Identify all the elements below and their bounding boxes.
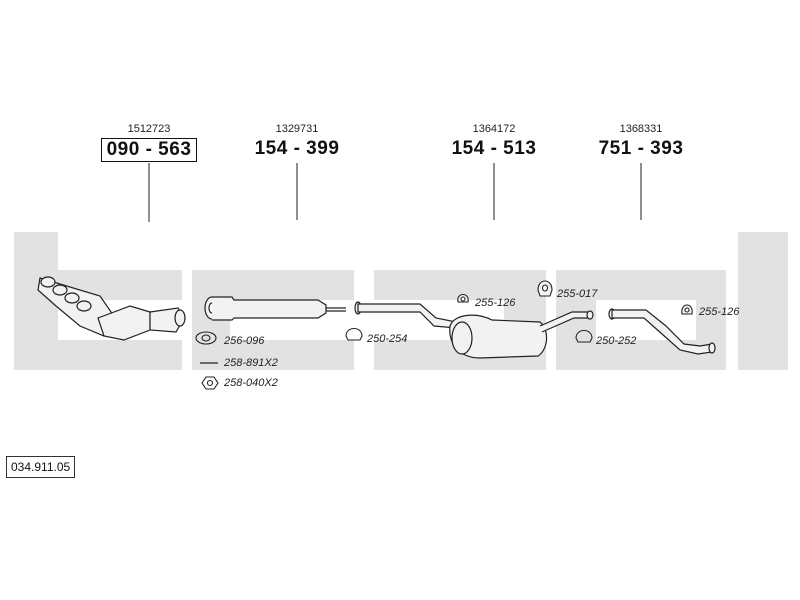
part-ref: 1364172	[472, 123, 516, 135]
clamp-icon-1	[345, 327, 363, 341]
rubber-mount-icon-1	[457, 293, 469, 303]
hanger-icon	[537, 280, 553, 297]
part-number[interactable]: 751 - 393	[598, 138, 684, 159]
gasket-icon	[195, 331, 217, 345]
part-ref: 1368331	[619, 123, 663, 135]
part-label-3: 1364172 154 - 513	[424, 123, 564, 160]
exhaust-manifold-catalyst	[37, 276, 186, 341]
rubber-mount-code-1[interactable]: 255-126	[475, 297, 516, 309]
part-ref: 1329731	[275, 123, 319, 135]
part-number[interactable]: 090 - 563	[100, 138, 198, 162]
rubber-mount-code-2[interactable]: 255-126	[699, 306, 740, 318]
rear-silencer	[354, 301, 594, 359]
front-silencer	[204, 296, 346, 321]
clamp-icon-2	[575, 329, 593, 343]
rubber-mount-icon-2	[681, 304, 693, 315]
leader-lines	[148, 163, 642, 222]
clamp-code-1[interactable]: 250-254	[367, 333, 408, 345]
part-label-4: 1368331 751 - 393	[571, 123, 711, 160]
part-label-2: 1329731 154 - 399	[227, 123, 367, 160]
part-number[interactable]: 154 - 399	[254, 138, 340, 159]
nut-icon	[201, 376, 219, 390]
gasket-code[interactable]: 256-096	[224, 335, 265, 347]
catalog-number: 034.911.05	[6, 456, 76, 478]
nut-code[interactable]: 258-040X2	[224, 377, 278, 389]
part-number[interactable]: 154 - 513	[451, 138, 537, 159]
tail-pipe	[608, 308, 716, 355]
clamp-code-2[interactable]: 250-252	[596, 335, 637, 347]
part-label-1: 1512723 090 - 563	[79, 123, 219, 162]
hanger-code[interactable]: 255-017	[557, 288, 598, 300]
bolt-code[interactable]: 258-891X2	[224, 357, 278, 369]
part-ref: 1512723	[127, 123, 171, 135]
